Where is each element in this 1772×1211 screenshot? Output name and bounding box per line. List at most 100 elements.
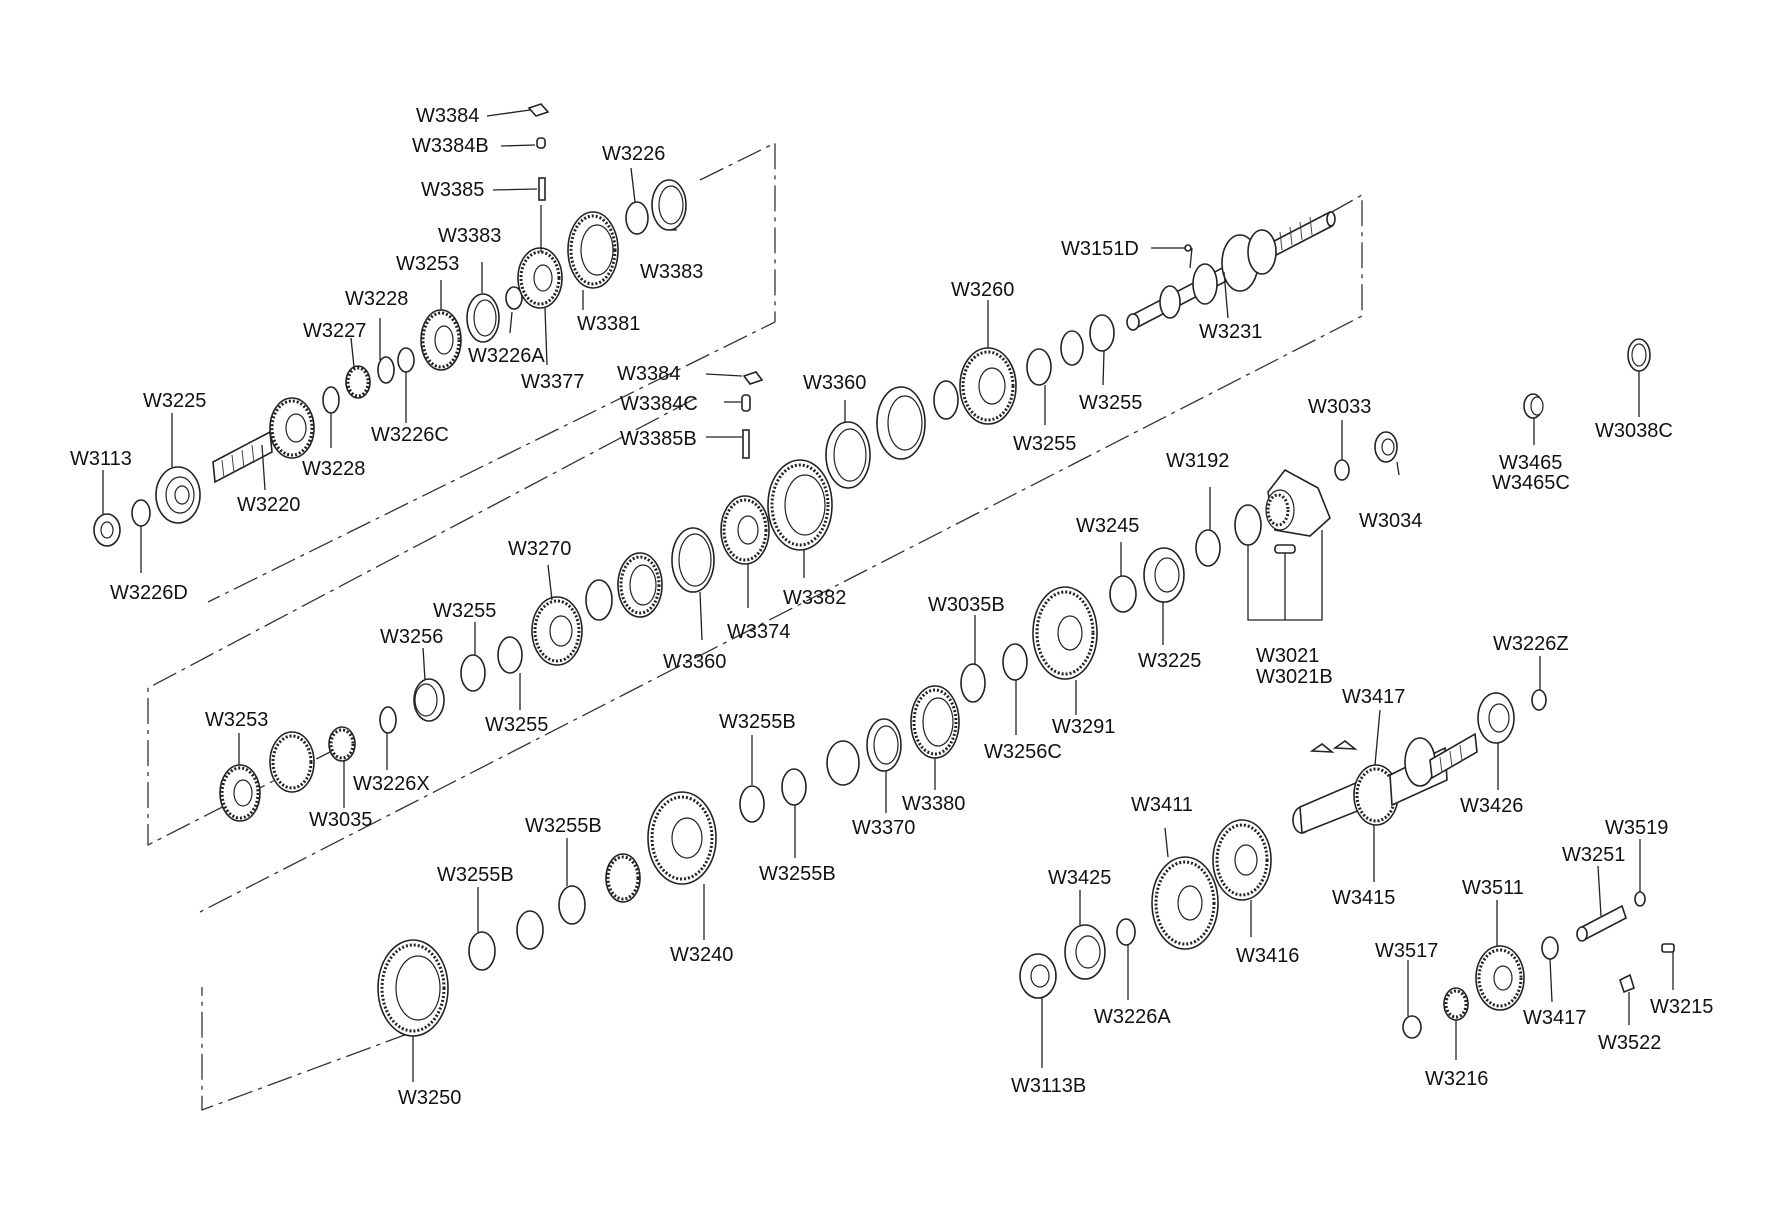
label-w3385: W3385 (421, 179, 484, 201)
snap-ring-w3033 (1334, 459, 1350, 481)
ring-w3255-b (1026, 348, 1052, 386)
label-w3227: W3227 (303, 320, 366, 342)
bearing-w3425 (1064, 924, 1106, 980)
label-w3192: W3192 (1166, 450, 1229, 472)
key-w3384-mid (742, 371, 764, 385)
label-w3253-top: W3253 (396, 253, 459, 275)
label-w3425: W3425 (1048, 867, 1111, 889)
leader-lines (102, 109, 1674, 1082)
label-w3411: W3411 (1131, 794, 1193, 816)
label-w3035: W3035 (309, 809, 372, 831)
synchro-ring-w3360-b (671, 527, 715, 593)
gear-w3411 (1151, 856, 1219, 950)
bearing-w3426 (1477, 692, 1515, 744)
synchro-ring-w3383-right (651, 179, 687, 231)
label-w3384b: W3384B (412, 135, 489, 157)
bushing-row3 (826, 740, 860, 786)
gear-w3291 (1032, 586, 1098, 680)
label-w3113: W3113 (70, 448, 132, 470)
label-w3291: W3291 (1052, 716, 1115, 738)
label-w3151d: W3151D (1061, 238, 1139, 260)
ring-w3255-d (497, 636, 523, 674)
sleeve-w3381 (567, 211, 619, 289)
shaft-w3251 (1576, 904, 1627, 942)
pin-w3151d (1184, 244, 1192, 252)
label-w3226c: W3226C (371, 424, 449, 446)
bearing-w3225-left (155, 466, 201, 524)
part-labels: W3384 W3384B W3385 W3383 W3226 W3383 W32… (70, 105, 1713, 1109)
label-w3251: W3251 (1562, 844, 1625, 866)
gear-w3260 (959, 347, 1017, 425)
snap-ring-w3226a-top (505, 286, 523, 310)
snap-ring-w3226z (1531, 689, 1547, 711)
key-w3417-b (1332, 740, 1358, 750)
gear-cone-teeth (271, 734, 313, 790)
label-w3380: W3380 (902, 793, 965, 815)
label-w3416: W3416 (1236, 945, 1299, 967)
label-w3255b-a: W3255B (719, 711, 796, 733)
ring-w3255-plain (1060, 330, 1084, 366)
label-w3385b: W3385B (620, 428, 697, 450)
gear-cone-w3253 (269, 731, 315, 793)
synchro-ring-w3360-a (825, 421, 871, 489)
label-w3384-top: W3384 (416, 105, 479, 127)
ring-w3255b-b (558, 885, 586, 925)
ring-between-w3270-w3360 (585, 579, 613, 621)
spring-w3385b (742, 429, 750, 459)
gear-w3240 (647, 791, 717, 885)
label-w3384-mid: W3384 (617, 363, 680, 385)
seal-w3113b (1019, 953, 1057, 999)
needle-bearing-w3216 (1443, 987, 1469, 1021)
snap-ring-w3192 (1195, 529, 1221, 567)
reverse-idler-gear-w3511 (1475, 945, 1525, 1011)
ring-w3255-c (460, 654, 486, 692)
ring-w3038c (1627, 338, 1651, 372)
snap-ring-w3226x (379, 706, 397, 734)
label-w3021: W3021 (1256, 645, 1319, 667)
label-w3511: W3511 (1462, 877, 1524, 899)
label-w3384c: W3384C (620, 393, 698, 415)
label-w3465c: W3465C (1492, 472, 1570, 494)
label-w3383-a: W3383 (438, 225, 501, 247)
label-w3035b: W3035B (928, 594, 1005, 616)
ring-before-flange (1234, 504, 1262, 546)
label-w3255b-d: W3255B (437, 864, 514, 886)
label-w3226-top: W3226 (602, 143, 665, 165)
label-w3225-left: W3225 (143, 390, 206, 412)
label-w3256: W3256 (380, 626, 443, 648)
mid-section-outline-left (147, 397, 697, 847)
ring-w3255b-c (739, 785, 765, 823)
label-w3226d: W3226D (110, 582, 188, 604)
synchro-ring-w3383-left (466, 293, 500, 343)
label-w3245: W3245 (1076, 515, 1139, 537)
gear-w3250 (377, 939, 449, 1037)
label-w3038c: W3038C (1595, 420, 1673, 442)
section-outlines (147, 141, 1363, 1111)
washer-w3245 (1109, 575, 1137, 613)
washer-w3517 (1402, 1015, 1422, 1039)
pin-w3522 (1619, 973, 1635, 994)
ring-plain-row3 (516, 910, 544, 950)
label-w3250: W3250 (398, 1087, 461, 1109)
label-w3231: W3231 (1199, 321, 1262, 343)
ball-w3384b (536, 137, 546, 149)
small-ring (933, 380, 959, 420)
label-w3360-a: W3360 (803, 372, 866, 394)
label-w3374: W3374 (727, 621, 790, 643)
label-w3255-d: W3255 (485, 714, 548, 736)
needle-bearing-w3035 (328, 726, 356, 762)
cone-ring-inner (887, 395, 923, 451)
label-w3382: W3382 (783, 587, 846, 609)
ring-w3255b-d (781, 768, 807, 806)
seal-w3034 (1374, 431, 1398, 463)
snap-ring-w3226a-bottom (1116, 918, 1136, 946)
label-w3228-b: W3228 (302, 458, 365, 480)
label-w3255-b: W3255 (1013, 433, 1076, 455)
label-w3226a-bot: W3226A (1094, 1006, 1171, 1028)
bearing-w3225-mid (1143, 547, 1185, 603)
label-w3256c: W3256C (984, 741, 1062, 763)
row3-parts (377, 338, 1651, 1037)
label-w3034: W3034 (1359, 510, 1422, 532)
